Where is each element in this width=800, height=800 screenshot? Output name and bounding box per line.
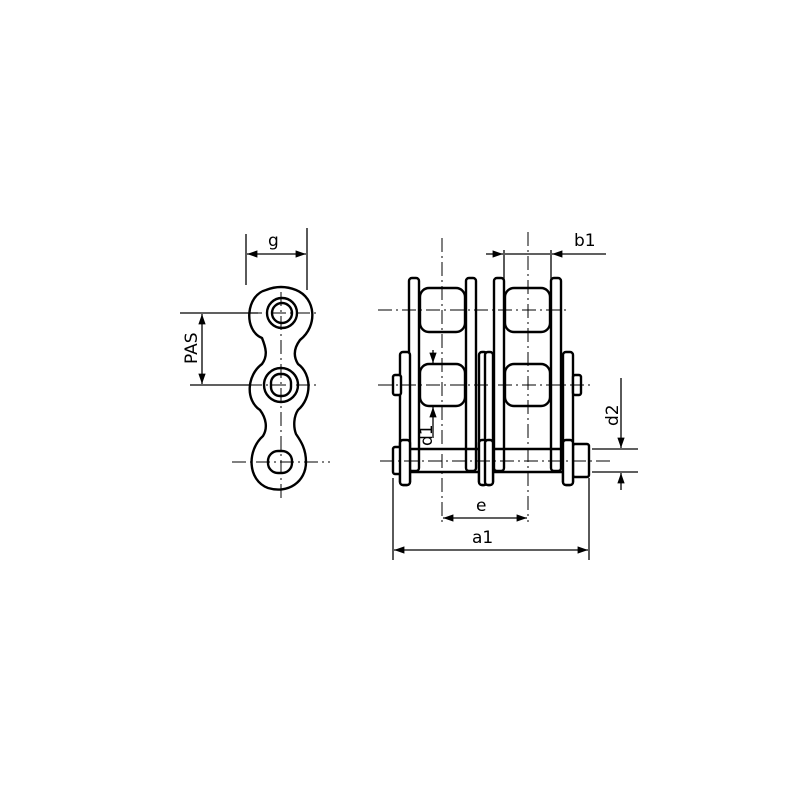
top-view: b1 d1 d2 e a1 bbox=[378, 231, 638, 560]
outer-plate-right bbox=[549, 276, 563, 473]
a1-label: a1 bbox=[472, 528, 493, 548]
g-label: g bbox=[268, 231, 279, 251]
side-view: g PAS bbox=[180, 228, 330, 500]
b1-label: b1 bbox=[574, 231, 596, 251]
outer-plate-inner-right bbox=[492, 276, 506, 473]
outer-plate-inner-left bbox=[464, 276, 478, 473]
pitch-label: PAS bbox=[182, 332, 202, 364]
e-label: e bbox=[476, 496, 486, 516]
d1-label: d1 bbox=[417, 424, 437, 446]
d2-label: d2 bbox=[603, 404, 623, 426]
